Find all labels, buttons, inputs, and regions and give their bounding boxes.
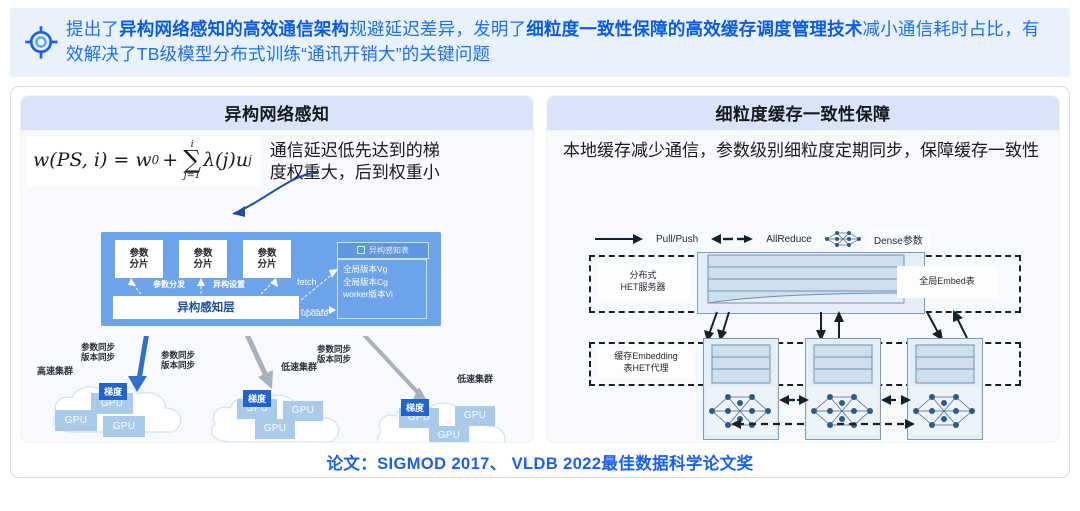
aware-layer-box: 异构感知层 xyxy=(113,295,299,319)
header-seg-1: 提出了 xyxy=(66,19,120,39)
header-seg-6: 减小通信耗时占比，有效解决了TB级模型分布式训练“通讯开销大”的关键问题 xyxy=(66,19,1040,65)
param-shard-3-line2: 分片 xyxy=(257,258,277,270)
param-shard-3: 参数 分片 xyxy=(243,239,291,278)
legend-label-allreduce: AllReduce xyxy=(759,231,819,247)
cluster-2-gpu-3: GPU xyxy=(255,418,295,439)
left-panel-title: 异构网络感知 xyxy=(21,95,533,130)
cluster-area: 高速集群 GPU GPU GPU 梯度 参数同步版本同步 xyxy=(21,335,533,442)
right-panel-body: 本地缓存减少通信，参数级别细粒度定期同步，保障缓存一致性 Pull/Push xyxy=(547,130,1059,442)
formula-plus: + xyxy=(162,148,179,171)
sum-lower-limit: j=1 xyxy=(183,169,201,181)
edge-label-fetch: fetch xyxy=(297,276,317,287)
architecture-box: 参数 分片 参数 分片 参数 分片 异构感知层 xyxy=(101,231,441,326)
param-shard-2-line2: 分片 xyxy=(193,258,213,270)
cluster-3-gpu-3: GPU xyxy=(429,425,469,442)
sigma-glyph: ∑ xyxy=(183,145,202,175)
allreduce-arrows xyxy=(731,394,915,429)
het-row-2: 全局版本Cg xyxy=(343,276,388,287)
checkbox-icon xyxy=(357,246,365,255)
architecture-edges xyxy=(128,268,338,314)
cluster-3-cloud: GPU GPU GPU 梯度 xyxy=(369,398,519,442)
cluster-1-sync-label: 参数同步版本同步 xyxy=(81,341,116,363)
cluster-2-cloud: GPU GPU GPU 梯度 xyxy=(203,389,353,442)
header-seg-4: 细粒度一致性保障的高效缓存调度管 xyxy=(526,19,810,39)
edge-label-distribute: 参数分发 xyxy=(153,279,185,289)
param-shard-2-line1: 参数 xyxy=(193,247,213,259)
global-server-box xyxy=(697,251,925,314)
worker-3-label: Worker 3 xyxy=(897,439,991,442)
param-shard-1: 参数 分片 xyxy=(115,239,163,278)
het-table-header: 异构感知表 xyxy=(337,241,429,259)
server-worker-arrows xyxy=(704,309,968,342)
formula-lhs-sub: 0 xyxy=(151,152,160,167)
header-banner: 提出了异构网络感知的高效通信架构规避延迟差异，发明了细粒度一致性保障的高效缓存调… xyxy=(10,8,1070,77)
cluster-arrows xyxy=(128,335,429,404)
param-shard-3-line1: 参数 xyxy=(257,247,277,259)
formula-lhs: w(PS, i) = w xyxy=(33,148,152,171)
formula-rhs: λ(j)u xyxy=(203,148,249,171)
dashed-arrow-icon xyxy=(711,234,754,245)
header-seg-2: 异构网络感知的高效通信架构 xyxy=(119,19,350,39)
cluster-2-gradient-badge: 梯度 xyxy=(243,389,272,407)
header-text: 提出了异构网络感知的高效通信架构规避延迟差异，发明了细粒度一致性保障的高效缓存调… xyxy=(66,17,1056,68)
cluster-1: 高速集群 GPU GPU GPU 梯度 xyxy=(37,366,195,442)
param-shard-1-line2: 分片 xyxy=(129,258,149,270)
edge-label-configure: 异构设置 xyxy=(213,279,245,289)
cluster-1-gpu-3: GPU xyxy=(103,415,145,437)
cluster-3: 低速集群 GPU GPU GPU 梯度 xyxy=(369,374,519,442)
legend-label-dense: Dense参数 xyxy=(866,229,930,249)
worker-3-contents xyxy=(910,344,980,435)
right-panel-title: 细粒度缓存一致性保障 xyxy=(547,95,1059,130)
target-icon xyxy=(25,26,58,59)
worker-1-contents xyxy=(706,344,776,435)
worker-1-label: Worker 1 xyxy=(693,439,787,442)
footer-text: 论文：SIGMOD 2017、 VLDB 2022最佳数据科学论文奖 xyxy=(326,454,754,473)
formula-annotation: 通信延迟低先达到的梯度权重大，后到权重小 xyxy=(269,140,440,182)
legend: Pull/Push AllReduce xyxy=(593,229,1023,249)
het-table-body: 全局版本Vg 全局版本Cg worker版本Vi xyxy=(337,258,427,319)
formula-rhs-sub: j xyxy=(248,152,252,167)
sum-upper-limit: i xyxy=(190,138,194,150)
header-seg-5: 理技术 xyxy=(809,19,863,39)
cluster-1-cloud: GPU GPU GPU 梯度 xyxy=(45,380,195,442)
worker-2-contents xyxy=(808,344,878,435)
cluster-3-gradient-badge: 梯度 xyxy=(401,398,430,416)
worker-3-box xyxy=(907,337,983,440)
server-table-icon xyxy=(707,254,905,304)
summation-operator: i ∑ j=1 xyxy=(183,140,201,180)
neural-net-icon xyxy=(824,231,861,248)
global-embed-label: 全局Embed表 xyxy=(897,265,997,298)
het-row-1: 全局版本Vg xyxy=(343,263,388,274)
cluster-2-name: 低速集群 xyxy=(281,361,318,372)
cluster-2-sync-label: 参数同步版本同步 xyxy=(161,349,196,371)
het-table-title: 异构感知表 xyxy=(369,245,409,255)
worker-2-label: Worker 2 xyxy=(795,439,889,442)
cluster-3-name: 低速集群 xyxy=(457,373,494,384)
cluster-1-name: 高速集群 xyxy=(37,365,74,376)
solid-arrow-icon xyxy=(595,234,643,245)
param-shard-1-line1: 参数 xyxy=(129,247,149,259)
cluster-1-gpu-2: GPU xyxy=(55,409,97,431)
legend-label-pullpush: Pull/Push xyxy=(649,231,706,247)
param-shard-2: 参数 分片 xyxy=(179,239,227,278)
header-seg-3: 规避延迟差异，发明了 xyxy=(349,19,527,39)
cluster-3-sync-label: 参数同步版本同步 xyxy=(317,343,352,365)
cluster-2-gpu-2: GPU xyxy=(283,400,323,421)
het-row-3: worker版本Vi xyxy=(343,289,393,300)
cluster-1-gradient-badge: 梯度 xyxy=(99,382,128,400)
cluster-2: 低速集群 GPU GPU GPU 梯度 xyxy=(203,362,353,442)
right-panel: 细粒度缓存一致性保障 本地缓存减少通信，参数级别细粒度定期同步，保障缓存一致性 … xyxy=(546,94,1060,443)
right-panel-description: 本地缓存减少通信，参数级别细粒度定期同步，保障缓存一致性 xyxy=(563,140,1039,160)
cluster-3-gpu-2: GPU xyxy=(455,405,495,426)
edge-label-update: update xyxy=(301,307,329,318)
